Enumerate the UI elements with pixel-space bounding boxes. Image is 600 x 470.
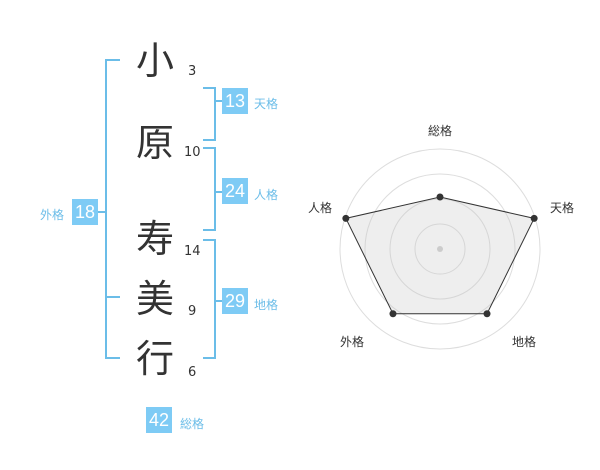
jinkaku-value: 24 <box>222 178 248 204</box>
radar-axis-label-2: 天格 <box>550 200 574 215</box>
chikaku-value: 29 <box>222 288 248 314</box>
radar-series-polygon <box>345 196 535 315</box>
stroke-count-5: 6 <box>188 365 197 380</box>
gaikaku-value: 18 <box>72 199 98 225</box>
tenkaku-value: 13 <box>222 88 248 114</box>
name-char-4: 美 <box>136 277 175 321</box>
chikaku-label: 地格 <box>254 298 279 312</box>
radar-point-4 <box>389 310 397 318</box>
tenkaku-bracket <box>203 87 216 141</box>
stroke-count-2: 10 <box>184 145 201 160</box>
radar-ring-4 <box>339 148 541 350</box>
chikaku-bracket <box>203 239 216 359</box>
radar-axis-label-4: 外格 <box>340 334 364 349</box>
soukaku-label: 総格 <box>180 417 205 431</box>
name-char-1: 小 <box>136 39 175 83</box>
stroke-count-4: 9 <box>188 304 197 319</box>
radar-point-5 <box>342 214 350 222</box>
jinkaku-label: 人格 <box>254 188 279 202</box>
radar-axis-label-3: 地格 <box>512 334 536 349</box>
gaikaku-bracket <box>105 59 120 359</box>
stroke-count-3: 14 <box>184 244 201 259</box>
radar-ring-3 <box>364 173 516 325</box>
soukaku-value: 42 <box>146 407 172 433</box>
name-char-2: 原 <box>136 121 175 165</box>
gaikaku-label: 外格 <box>40 208 65 222</box>
radar-ring-1 <box>414 223 466 275</box>
radar-point-1 <box>436 193 444 201</box>
name-char-5: 行 <box>136 337 175 381</box>
radar-center-dot <box>437 246 443 252</box>
radar-axis-label-1: 総格 <box>428 123 452 138</box>
radar-point-2 <box>530 214 538 222</box>
radar-axis-label-5: 人格 <box>308 200 332 215</box>
tenkaku-label: 天格 <box>254 97 279 111</box>
stroke-count-1: 3 <box>188 64 197 79</box>
name-char-3: 寿 <box>136 217 175 261</box>
radar-point-3 <box>483 310 491 318</box>
jinkaku-bracket <box>203 147 216 231</box>
